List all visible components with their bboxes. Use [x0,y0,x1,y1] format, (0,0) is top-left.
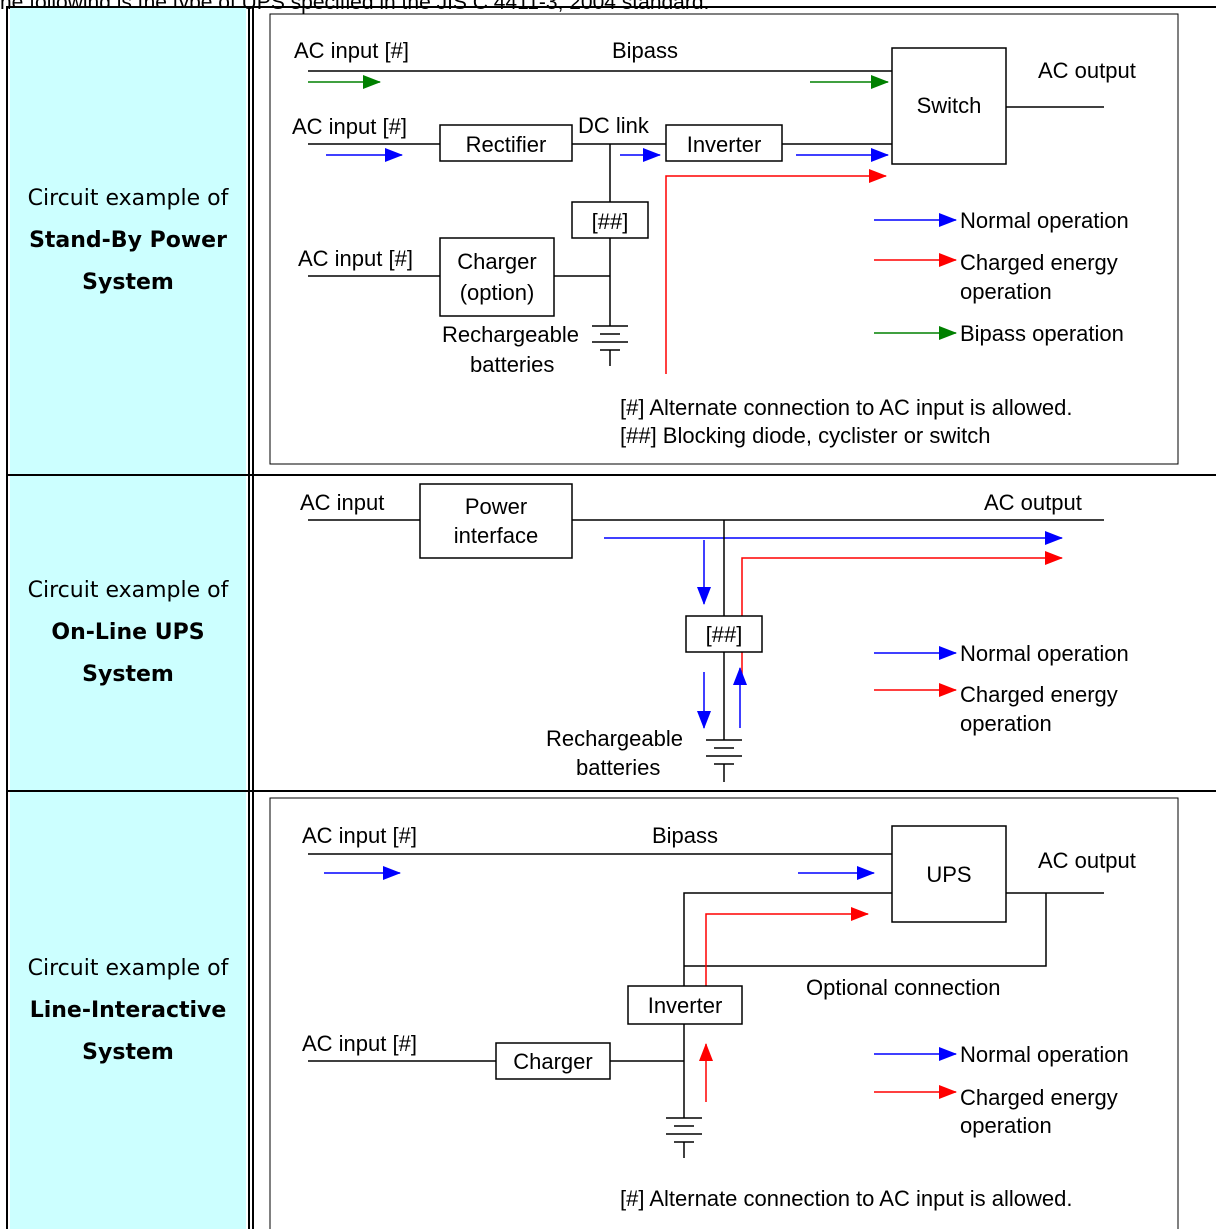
ac-input-rect-label: AC input [#] [292,114,407,139]
ac-input-bypass-label: AC input [#] [302,823,417,848]
inverter-box [665,124,783,162]
charged-energy-path [665,169,887,374]
online-circuit-diagram: AC input Power interface AC output [##] … [300,483,1129,782]
legend-charged-label-2: operation [960,1113,1052,1138]
note-alternate-connection: [#] Alternate connection to AC input is … [620,1186,1073,1211]
optional-connection-label: Optional connection [806,975,1000,1000]
charger-label: Charger [457,249,536,274]
note-blocking-diode: [##] Blocking diode, cyclister or switch [620,423,991,448]
ac-input-charger-label: AC input [#] [298,246,413,271]
wire [683,892,892,986]
charger-box [439,237,555,317]
battery-icon [706,739,742,782]
batteries-label-2: batteries [576,755,660,780]
standby-circuit-diagram: AC input [#] Bipass Switch AC output AC … [269,13,1179,465]
ups-box [891,825,1007,923]
legend-charged-label: Charged energy [960,250,1118,275]
legend-charged-label: Charged energy [960,682,1118,707]
ac-input-label: AC input [300,490,384,515]
optional-connection-line [684,893,1047,967]
row-label-title: Stand-By Power [29,228,227,253]
legend-normal-label: Normal operation [960,208,1129,233]
legend-normal-label: Normal operation [960,1042,1129,1067]
row-label-line1: Circuit example of [27,186,229,211]
row-label-title-2: System [82,270,174,295]
power-interface-label: Power [465,494,527,519]
rectifier-box [439,124,573,162]
power-interface-box [419,483,573,559]
charged-energy-path [705,907,869,986]
note-alternate-connection: [#] Alternate connection to AC input is … [620,395,1073,420]
diode-box [571,201,649,239]
bypass-label: Bipass [652,823,718,848]
battery-icon [592,325,628,366]
charger-option-label: (option) [460,280,535,305]
power-interface-label-2: interface [454,523,538,548]
legend-charged-label-2: operation [960,279,1052,304]
switch-label: Switch [917,93,982,118]
charger-label: Charger [513,1049,592,1074]
row-label-line1: Circuit example of [27,955,229,981]
row-label-standby: Circuit example of Stand-By Power System [10,8,246,474]
legend-charged-label-2: operation [960,711,1052,736]
rectifier-label: Rectifier [466,132,547,157]
diode-box [685,615,763,653]
ac-output-label: AC output [984,490,1082,515]
bypass-label: Bipass [612,38,678,63]
row-label-line-interactive: Circuit example of Line-Interactive Syst… [10,792,246,1229]
batteries-label-2: batteries [470,352,554,377]
dc-link-label: DC link [578,113,650,138]
batteries-label: Rechargeable [442,322,579,347]
batteries-label: Rechargeable [546,726,683,751]
row-label-title: Line-Interactive [29,997,227,1023]
row-label-title-2: System [82,662,174,687]
ac-output-label: AC output [1038,58,1136,83]
diagram-frame [269,797,1179,1229]
inverter-box [627,985,743,1025]
ac-input-bypass-label: AC input [#] [294,38,409,63]
switch-box [891,47,1007,165]
legend-normal-label: Normal operation [960,641,1129,666]
legend-bypass-label: Bipass operation [960,321,1124,346]
ac-output-label: AC output [1038,848,1136,873]
ups-label: UPS [926,862,971,887]
legend-charged-label: Charged energy [960,1085,1118,1110]
diagram-frame [269,13,1179,465]
battery-icon [666,1117,702,1158]
row-label-title-2: System [82,1039,174,1065]
ac-input-charger-label: AC input [#] [302,1031,417,1056]
row-label-line1: Circuit example of [27,578,229,603]
row-label-title: On-Line UPS [51,620,205,645]
inverter-label: Inverter [648,993,723,1018]
line-interactive-circuit-diagram: AC input [#] Bipass UPS AC output Option… [269,797,1179,1229]
diode-label: [##] [592,209,629,234]
row-label-online: Circuit example of On-Line UPS System [10,476,246,790]
diode-label: [##] [706,622,743,647]
inverter-label: Inverter [687,132,762,157]
